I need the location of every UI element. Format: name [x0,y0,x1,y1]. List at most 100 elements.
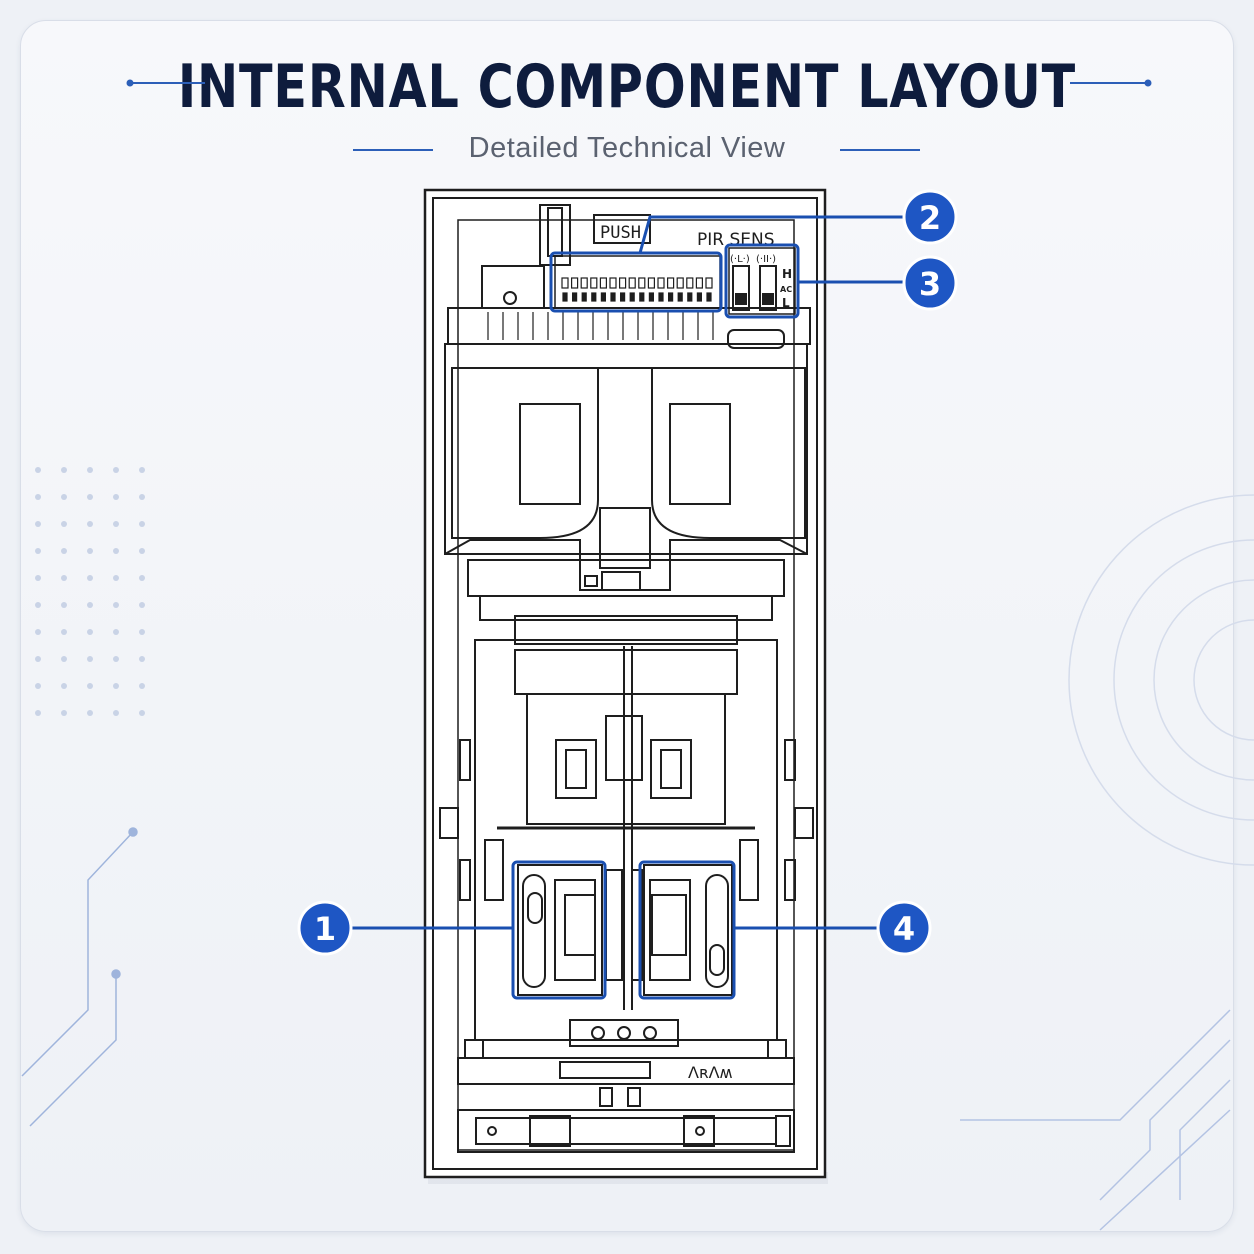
dip-switch-marker [706,292,712,302]
dip-switch-marker [648,292,655,302]
grid-dot [61,710,67,716]
dip-switch [666,277,675,289]
device-drawing: PUSH PIR SENS (·L·) (·II·) H AC L [423,188,828,1184]
dip-switch [561,277,569,289]
grid-dot [61,521,67,527]
grid-dot [139,494,145,500]
grid-dot [87,710,93,716]
dip-switch [618,277,627,289]
dip-switch [686,277,694,289]
dip-switch-marker [600,292,607,302]
dip-switch-marker [687,292,693,302]
grid-dot [87,494,93,500]
page-title: INTERNAL COMPONENT LAYOUT [177,52,1077,122]
grid-dot [35,548,41,554]
grid-dot [87,575,93,581]
pir-sens-label: PIR SENS [697,230,775,250]
dip-switch [638,277,646,289]
grid-dot [139,710,145,716]
grid-dot [113,683,119,689]
mid-label: AC [780,285,792,294]
grid-dot [35,575,41,581]
grid-dot [113,602,119,608]
grid-dot [35,683,41,689]
pot-left-label: (·L·) [730,254,750,265]
page-subtitle: Detailed Technical View [468,132,786,164]
dip-switch [628,277,636,289]
dip-switch-marker [581,292,587,302]
highlight-1 [511,860,607,1000]
dip-switch-marker [562,292,568,302]
callout-highlights [352,215,903,1000]
grid-dot [61,548,67,554]
grid-dot [35,602,41,608]
housing-inner [432,197,818,1170]
grid-dot [139,521,145,527]
dip-switch-marker [677,292,683,302]
grid-dot [139,629,145,635]
dip-switch [590,277,598,289]
dip-switch [570,277,579,289]
dip-switch [599,277,608,289]
grid-dot [61,602,67,608]
title-rule-right-dot [1144,79,1152,87]
grid-dot [35,656,41,662]
grid-dot [113,710,119,716]
dip-switch-marker [591,292,597,302]
grid-dot [113,467,119,473]
grid-dot [61,683,67,689]
push-label: PUSH [600,223,641,243]
grid-dot [113,629,119,635]
grid-dot [139,656,145,662]
dip-switch [705,277,713,289]
grid-dot [139,602,145,608]
grid-dot [139,683,145,689]
callout-number-3: 3 [919,265,941,303]
circuit-decoration-right [960,1009,1231,1231]
grid-dot [139,575,145,581]
grid-dot [35,467,41,473]
high-label: H [782,267,792,281]
callout-badge-2: 2 [902,189,958,245]
title-rule-left-dot [126,79,134,87]
circuit-decoration-left [21,827,138,1127]
grid-dot [113,575,119,581]
dip-switch [609,277,617,289]
dip-switch-marker [610,292,616,302]
dip-switch-marker [619,292,626,302]
dip-switch-marker [696,292,703,302]
dip-switch-marker [658,292,664,302]
grid-dot [113,521,119,527]
grid-dot [61,494,67,500]
grid-dot [61,656,67,662]
grid-dot [87,602,93,608]
arc-decoration-right [1068,494,1254,866]
grid-dot [113,656,119,662]
dip-switch [676,277,684,289]
grid-dot [35,521,41,527]
callout-number-4: 4 [893,910,915,948]
grid-dot [61,629,67,635]
dip-switch [647,277,656,289]
title-decoration [126,79,1152,151]
grid-dot [87,683,93,689]
highlight-4 [638,860,736,1000]
grid-dot [35,494,41,500]
callout-badge-3: 3 [902,255,958,311]
callout-badge-1: 1 [297,900,353,956]
grid-dot [61,467,67,473]
low-label: L [782,296,790,310]
dip-switch-marker [667,292,674,302]
grid-dot [87,521,93,527]
grid-dot [87,467,93,473]
dip-switch [580,277,588,289]
pot-right-label: (·II·) [756,254,776,265]
grid-dot [113,548,119,554]
grid-dot [35,710,41,716]
grid-dot [139,548,145,554]
dip-switch [695,277,704,289]
push-button [593,214,651,244]
dot-grid-decoration [35,467,145,716]
dip-switch-marker [629,292,635,302]
dip-switch-marker [639,292,645,302]
